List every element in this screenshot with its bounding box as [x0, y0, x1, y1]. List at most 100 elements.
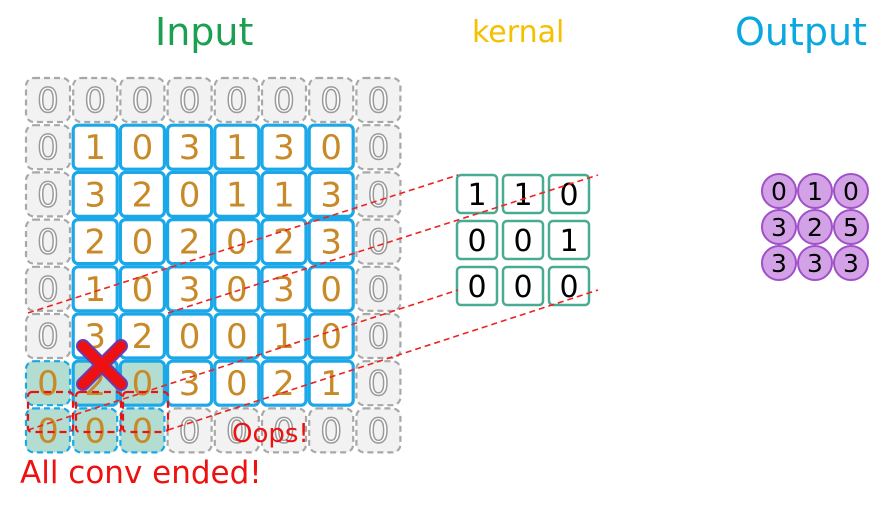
out-of-bounds-cell — [26, 390, 75, 434]
padding-value: 0 — [37, 270, 59, 310]
kernel-value: 1 — [513, 178, 532, 213]
projection-line — [27, 289, 459, 431]
padding-cell — [355, 218, 402, 265]
output-cell — [833, 173, 869, 209]
padding-value: 0 — [37, 317, 59, 357]
output-value: 3 — [771, 213, 787, 242]
padding-value: 0 — [368, 223, 390, 263]
kernel-cell — [547, 173, 591, 215]
padding-cell — [119, 76, 166, 124]
input-cell — [260, 312, 308, 360]
input-value: 0 — [226, 270, 248, 310]
input-value: 2 — [273, 223, 295, 263]
output-cell — [761, 173, 797, 209]
padding-cell — [260, 76, 308, 124]
input-value: 1 — [84, 270, 106, 310]
input-cell — [166, 265, 214, 313]
input-cell — [166, 218, 214, 266]
input-value: 2 — [132, 175, 154, 215]
padding-value: 0 — [179, 81, 201, 121]
padding-cell — [355, 124, 402, 171]
input-cell — [260, 265, 308, 313]
padding-value: 0 — [226, 411, 248, 451]
input-value: 1 — [226, 128, 248, 168]
output-cell — [797, 173, 833, 209]
highlight-cell — [26, 361, 70, 406]
padding-cell — [355, 171, 402, 218]
input-cell — [307, 265, 355, 313]
kernel-value: 0 — [559, 270, 578, 305]
input-cell — [71, 218, 119, 266]
padding-value: 0 — [132, 81, 154, 121]
kernel-cell — [501, 219, 545, 261]
input-cell — [118, 265, 167, 313]
padding-value: 0 — [368, 81, 390, 121]
padding-cell — [24, 124, 72, 171]
padding-value: 0 — [37, 223, 59, 263]
output-cell — [797, 209, 833, 245]
input-cell — [213, 123, 261, 171]
input-value: 1 — [226, 175, 248, 215]
highlight-cell — [120, 408, 165, 453]
padding-cell — [355, 76, 402, 124]
kernel-cell — [455, 265, 499, 307]
output-value: 2 — [807, 213, 823, 242]
input-cell — [213, 265, 261, 313]
input-value: 2 — [132, 317, 154, 357]
output-value: 0 — [771, 177, 787, 206]
input-value: 0 — [132, 223, 154, 263]
padding-cell — [308, 76, 355, 124]
kernel-value: 0 — [513, 270, 532, 305]
kernel-value: 1 — [467, 178, 486, 213]
input-cell — [260, 218, 308, 266]
padding-cell — [72, 76, 119, 124]
input-cell — [307, 218, 355, 266]
input-value: 0 — [320, 128, 342, 168]
input-value: 2 — [273, 364, 295, 404]
padding-cell — [260, 407, 308, 454]
input-cell — [213, 359, 261, 407]
kernel-cell — [455, 219, 499, 261]
out-of-bounds-cell — [74, 390, 123, 434]
kernel-cell — [501, 265, 545, 307]
input-cell — [307, 170, 355, 218]
input-cell — [260, 123, 308, 171]
padding-cell — [24, 360, 72, 407]
all-conv-ended-label: All conv ended! — [20, 455, 262, 491]
padding-cell — [355, 312, 402, 360]
kernel-value: 0 — [467, 270, 486, 305]
kernel-cell — [547, 219, 591, 261]
padding-value: 0 — [368, 411, 390, 451]
input-value: 3 — [320, 223, 342, 263]
padding-value: 0 — [368, 270, 390, 310]
output-title: Output — [735, 10, 867, 54]
input-value: 1 — [320, 364, 342, 404]
output-value: 3 — [843, 249, 859, 278]
padding-value: 0 — [84, 411, 106, 451]
input-cell — [166, 312, 214, 360]
padding-value: 0 — [37, 81, 59, 121]
padding-cell — [166, 76, 213, 124]
input-value: 1 — [273, 317, 295, 357]
kernel-title: kernal — [472, 15, 565, 50]
projection-lines — [27, 174, 599, 431]
oops-label: Oops! — [232, 419, 309, 449]
output-cell — [833, 209, 869, 245]
input-value: 0 — [132, 364, 154, 404]
input-value: 3 — [179, 270, 201, 310]
projection-line — [167, 174, 599, 314]
padding-value: 0 — [37, 128, 59, 168]
input-cell — [71, 123, 119, 171]
input-cell — [260, 170, 308, 218]
padding-value: 0 — [368, 175, 390, 215]
padding-cell — [24, 265, 72, 312]
cross-stroke — [78, 341, 126, 389]
kernel-value: 0 — [559, 178, 578, 213]
input-value: 0 — [179, 175, 201, 215]
padding-value: 0 — [368, 364, 390, 404]
padding-value: 0 — [368, 317, 390, 357]
